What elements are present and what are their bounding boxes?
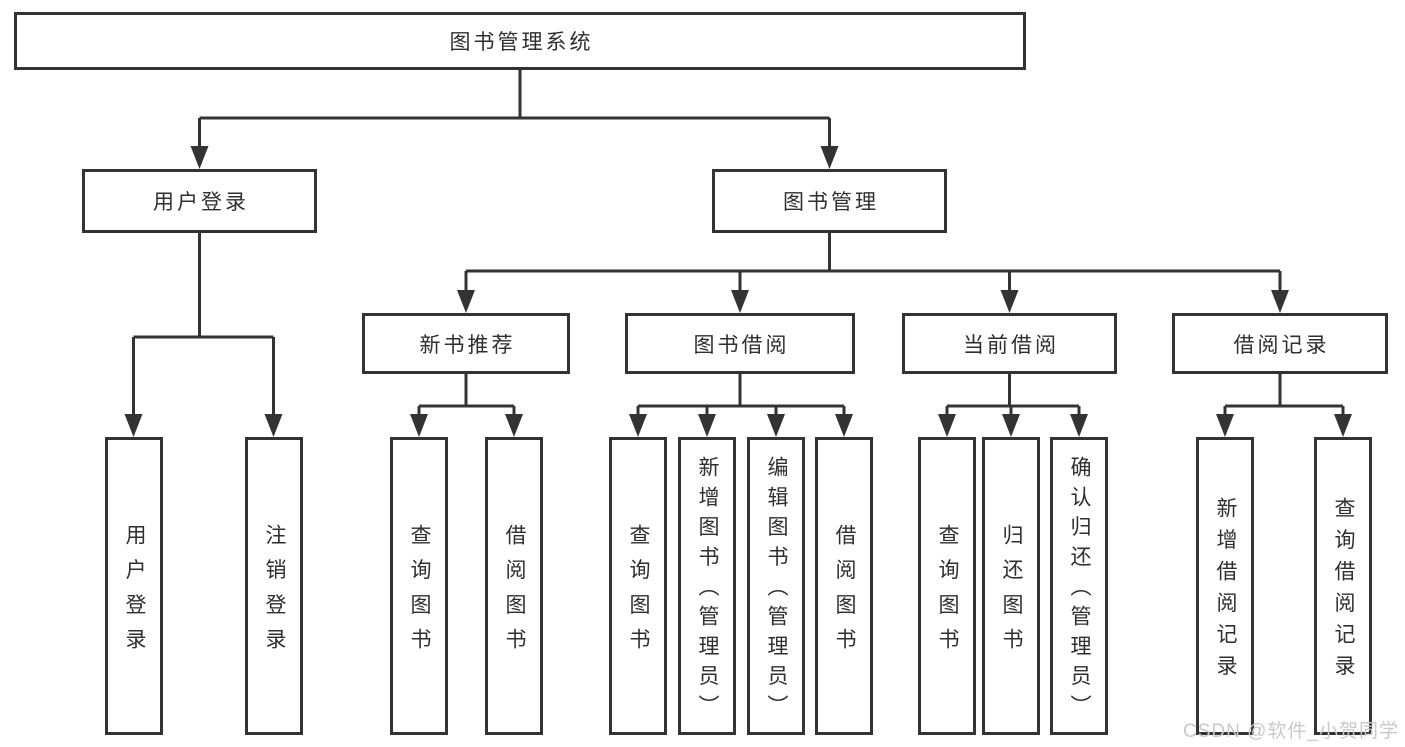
leaf-label: 归还图书 [1000,523,1023,663]
leaf-current-query-books: 查询图书 [918,437,976,735]
watermark: CSDN @软件_小贺同学 [1183,721,1399,742]
leaf-records-add-record: 新增借阅记录 [1196,437,1254,735]
leaf-newbooks-borrow-books: 借阅图书 [485,437,543,735]
leaf-borrow-edit-books-admin: 编辑图书（管理员） [747,437,805,735]
node-label: 新书推荐 [419,333,516,357]
node-current-borrow: 当前借阅 [902,313,1117,374]
leaf-label: 用户登录 [123,523,146,663]
node-label: 图书借阅 [693,333,790,357]
leaf-label: 编辑图书（管理员） [765,456,788,725]
leaf-current-confirm-return-admin: 确认归还（管理员） [1050,437,1108,735]
leaf-label: 查询图书 [627,523,650,663]
leaf-borrow-borrow-books: 借阅图书 [815,437,873,735]
leaf-label: 确认归还（管理员） [1068,456,1091,725]
leaf-label: 借阅图书 [833,523,856,663]
node-label: 当前借阅 [963,333,1059,357]
leaf-records-query-record: 查询借阅记录 [1314,437,1372,735]
leaf-newbooks-query-books: 查询图书 [390,437,448,735]
leaf-label: 查询图书 [408,523,431,663]
node-label: 用户登录 [153,191,249,214]
node-new-book-recommend: 新书推荐 [362,313,570,374]
node-library-system: 图书管理系统 [14,12,1026,70]
leaf-borrow-add-books-admin: 新增图书（管理员） [678,437,736,735]
leaf-label: 新增借阅记录 [1214,496,1237,686]
leaf-label: 查询借阅记录 [1332,496,1355,686]
leaf-user-login: 用户登录 [105,437,163,735]
leaf-logout: 注销登录 [245,437,303,735]
node-book-borrow: 图书借阅 [625,313,855,374]
node-borrow-records: 借阅记录 [1172,313,1388,374]
node-label: 图书管理系统 [449,31,594,54]
leaf-label: 借阅图书 [503,523,526,663]
leaf-current-return-books: 归还图书 [982,437,1040,735]
node-user-login: 用户登录 [82,169,317,233]
node-book-management: 图书管理 [712,169,947,233]
node-label: 借阅记录 [1233,333,1330,357]
node-label: 图书管理 [783,191,879,214]
leaf-label: 新增图书（管理员） [696,456,719,725]
leaf-label: 查询图书 [936,523,959,663]
leaf-label: 注销登录 [263,523,286,663]
leaf-borrow-query-books: 查询图书 [609,437,667,735]
